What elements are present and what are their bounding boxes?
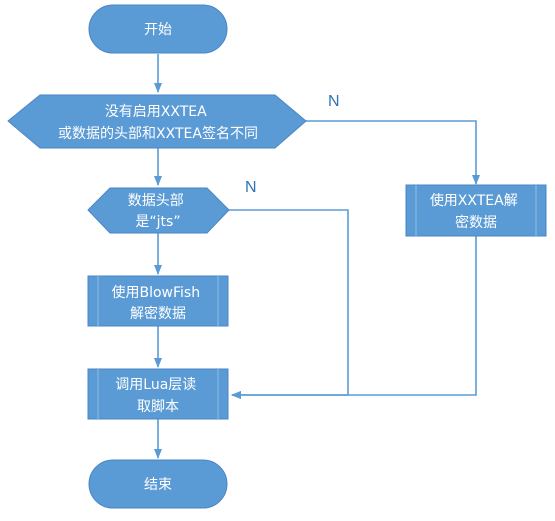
end-node: 结束 bbox=[88, 459, 228, 509]
decision-xxtea-check: 没有启用XXTEA 或数据的头部和XXTEA签名不同 bbox=[7, 94, 307, 149]
end-label: 结束 bbox=[144, 477, 172, 493]
svg-text:使用XXTEA解 密数据: 使用XXTEA解 密数据 bbox=[430, 192, 522, 231]
svg-text:结束: 结束 bbox=[144, 477, 172, 493]
process-lua-read: 调用Lua层读 取脚本 bbox=[87, 368, 229, 420]
connectors bbox=[154, 54, 480, 459]
blowfish-line1: 使用BlowFish bbox=[111, 284, 200, 301]
xxtea-line2: 密数据 bbox=[455, 214, 497, 231]
lua-line1: 调用Lua层读 bbox=[115, 376, 196, 393]
svg-text:没有启用XXTEA 或数据的头部和XXTEA签名: 没有启用XXTEA 或数据的头部和XXTEA签名不同 bbox=[58, 104, 258, 142]
decision1-line2: 或数据的头部和XXTEA签名不同 bbox=[58, 125, 258, 142]
branch-label-no-1: N bbox=[328, 93, 340, 110]
process-decrypt-blowfish: 使用BlowFish 解密数据 bbox=[87, 275, 229, 327]
blowfish-line2: 解密数据 bbox=[130, 305, 186, 322]
decision1-line1: 没有启用XXTEA bbox=[105, 104, 207, 120]
edge-decision2-no-to-lua bbox=[229, 209, 349, 399]
xxtea-line1: 使用XXTEA解 bbox=[430, 192, 518, 209]
svg-text:调用Lua层读 取脚本: 调用Lua层读 取脚本 bbox=[115, 376, 200, 415]
start-node: 开始 bbox=[88, 4, 228, 54]
branch-label-no-2: N bbox=[245, 179, 257, 196]
decision2-line2: 是“jts” bbox=[135, 214, 180, 230]
decision2-line1: 数据头部 bbox=[128, 193, 184, 209]
svg-text:开始: 开始 bbox=[144, 22, 172, 38]
edge-decision1-no-to-xxtea bbox=[305, 120, 480, 185]
edge-xxtea-to-lua bbox=[231, 236, 477, 399]
start-label: 开始 bbox=[144, 22, 172, 38]
svg-text:使用BlowFish 解密数据: 使用BlowFish 解密数据 bbox=[111, 284, 204, 322]
decision-jts-check: 数据头部 是“jts” bbox=[87, 187, 230, 234]
process-decrypt-xxtea: 使用XXTEA解 密数据 bbox=[405, 184, 547, 237]
svg-text:数据头部 是“jts”: 数据头部 是“jts” bbox=[128, 193, 188, 230]
lua-line2: 取脚本 bbox=[137, 399, 179, 415]
